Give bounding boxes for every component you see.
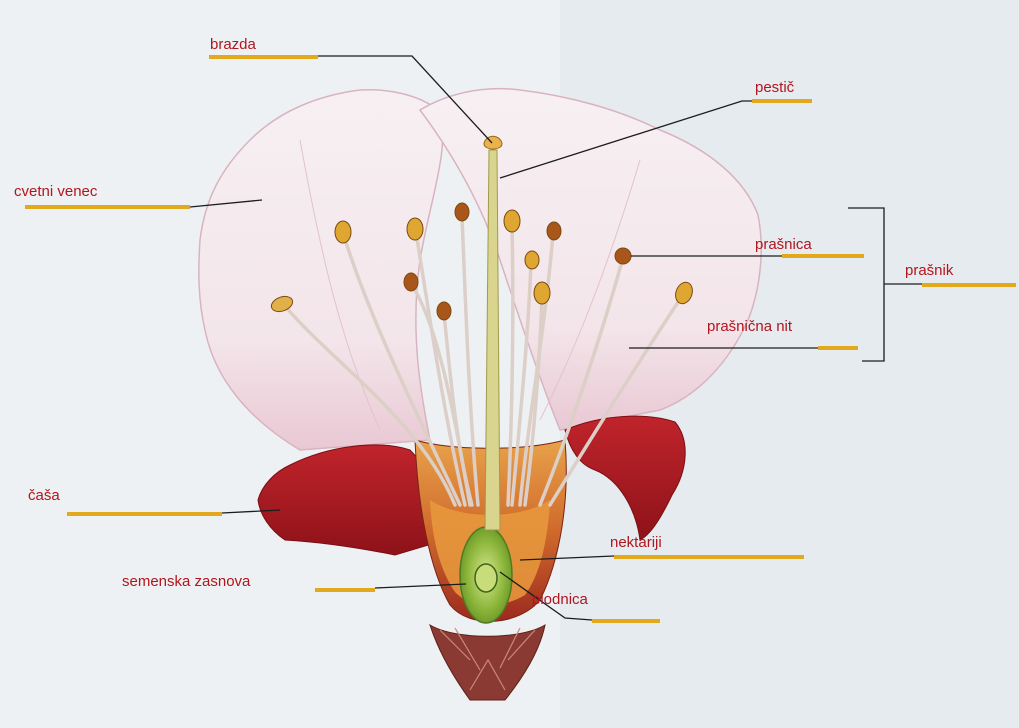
sepal-right	[564, 415, 686, 541]
petal-right	[418, 87, 762, 431]
ovule	[474, 563, 498, 593]
label-underlines	[25, 55, 1016, 623]
label-nektariji: nektariji	[610, 534, 662, 551]
leader-casa	[221, 509, 281, 514]
stamen-filaments	[283, 213, 684, 507]
label-prasnica: prašnica	[755, 236, 812, 253]
pistil-style	[484, 149, 501, 531]
label-plodnica: plodnica	[532, 591, 588, 608]
petal-vein	[299, 139, 641, 431]
petal-left	[198, 89, 444, 451]
label-casa: čaša	[28, 487, 60, 504]
sepal-left	[257, 444, 446, 556]
label-pestic: pestič	[755, 79, 795, 96]
label-prasnik: prašnik	[905, 262, 954, 279]
anthers	[270, 202, 693, 321]
base-scales	[439, 627, 536, 691]
label-brazda: brazda	[210, 36, 256, 53]
label-cvetni-venec: cvetni venec	[14, 183, 98, 200]
label-prasnicna-nit: prašnična nit	[707, 318, 793, 335]
base-stalk	[429, 623, 546, 701]
leader-semenska-zasnova	[374, 583, 467, 589]
leader-brazda	[318, 55, 493, 144]
leader-plodnica	[499, 571, 593, 621]
leader-cvetni-venec	[189, 199, 263, 208]
leader-nektariji	[519, 555, 615, 561]
label-semenska-zasnova: semenska zasnova	[122, 573, 251, 590]
